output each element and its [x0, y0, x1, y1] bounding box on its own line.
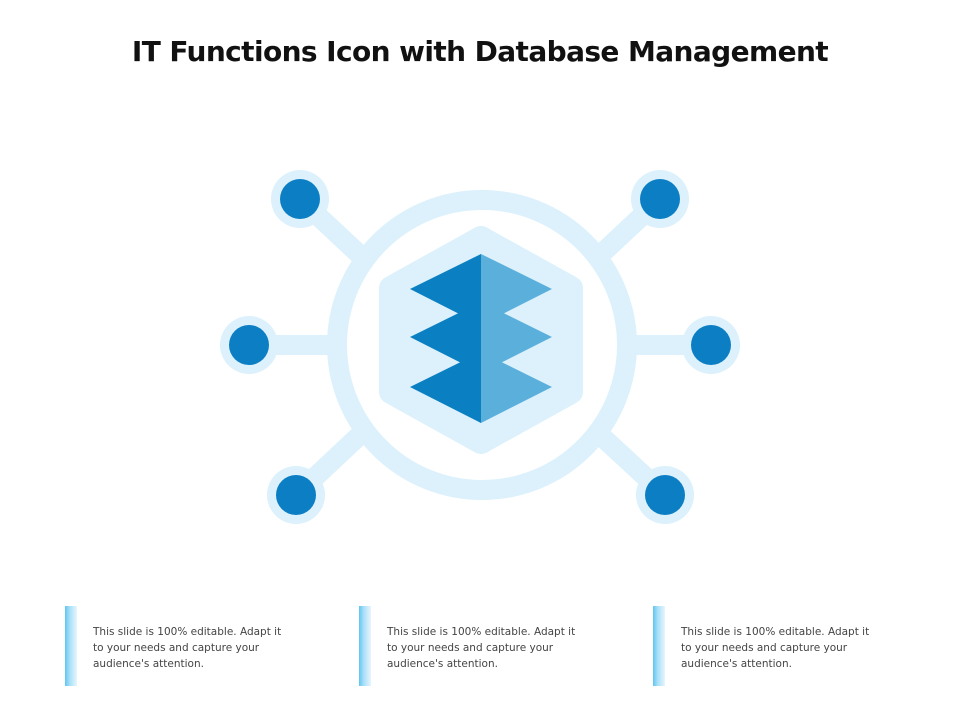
- node-bottom-left: [267, 466, 325, 524]
- stack-layer-bottom: [410, 352, 552, 423]
- node-bottom-right: [636, 466, 694, 524]
- accent-bar: [65, 606, 77, 686]
- stack-layer-top: [410, 254, 552, 325]
- text-box-1: This slide is 100% editable. Adapt it to…: [65, 606, 295, 686]
- slide-title: IT Functions Icon with Database Manageme…: [131, 35, 829, 68]
- node-top-right: [631, 170, 689, 228]
- database-stack-icon: [379, 226, 583, 454]
- text-box-body: This slide is 100% editable. Adapt it to…: [681, 626, 870, 670]
- text-box-body: This slide is 100% editable. Adapt it to…: [93, 626, 282, 670]
- text-box-3: This slide is 100% editable. Adapt it to…: [653, 606, 883, 686]
- stack-layer-middle: [410, 302, 552, 373]
- database-network-icon: [220, 170, 740, 524]
- node-left: [220, 316, 278, 374]
- accent-bar: [359, 606, 371, 686]
- network-nodes: [220, 170, 740, 524]
- accent-bar: [653, 606, 665, 686]
- central-ring: [327, 190, 637, 500]
- text-box-body: This slide is 100% editable. Adapt it to…: [387, 626, 576, 670]
- text-box-2: This slide is 100% editable. Adapt it to…: [359, 606, 589, 686]
- node-top-left: [271, 170, 329, 228]
- node-right: [682, 316, 740, 374]
